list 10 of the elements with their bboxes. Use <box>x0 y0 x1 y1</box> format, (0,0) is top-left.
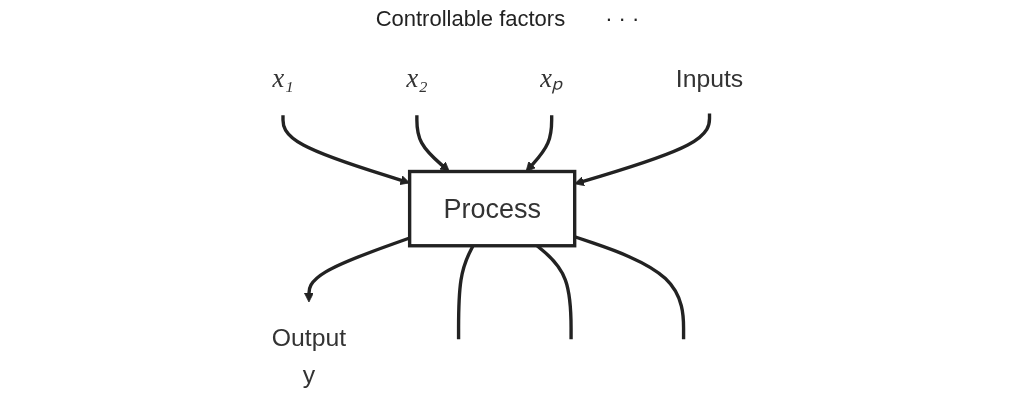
ellipsis-text: · · · <box>605 6 640 32</box>
node-text: xₚ <box>540 63 564 93</box>
arrow <box>525 115 554 172</box>
heading-text: Controllable factors <box>375 6 566 32</box>
node-text: x₁ <box>272 63 294 93</box>
node-text: x₂ <box>406 63 428 93</box>
node-text: Output y <box>271 323 347 389</box>
node-text: Inputs <box>675 64 744 93</box>
node-box: Process <box>407 169 577 248</box>
arrow <box>415 115 450 172</box>
